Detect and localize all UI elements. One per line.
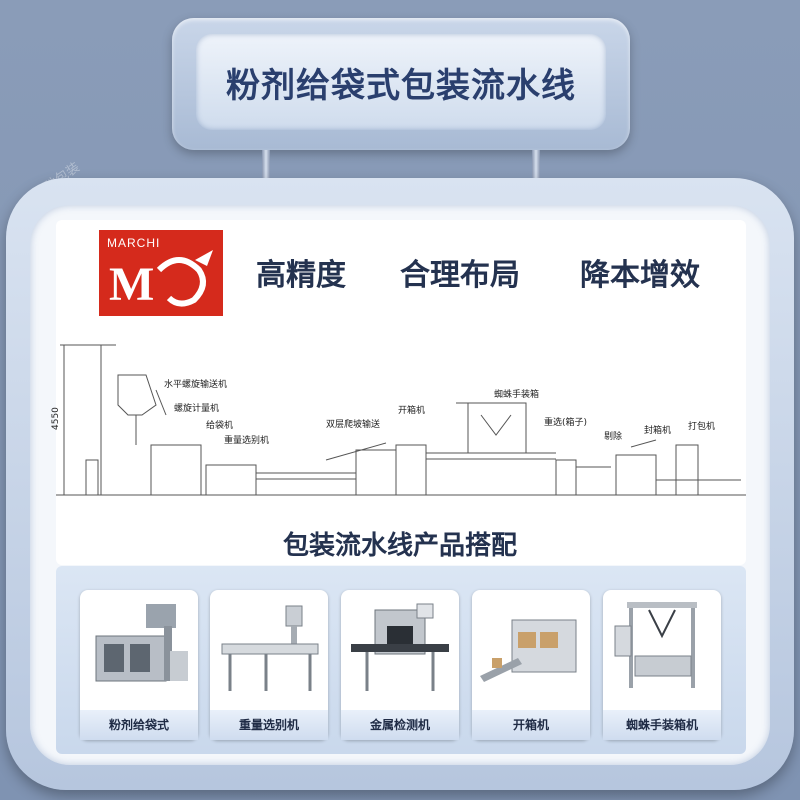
case-erector-icon <box>480 619 577 682</box>
diagram-label-checkweigher: 重量选别机 <box>224 434 269 446</box>
tagline-precision: 高精度 <box>256 258 346 293</box>
product-card[interactable]: 粉剂给袋式 <box>80 590 198 740</box>
product-card[interactable]: 金属检测机 <box>341 590 459 740</box>
diagram-label-bag-feeder: 给袋机 <box>206 419 233 431</box>
diagram-label-double-incline-conveyor: 双层爬坡输送 <box>326 418 380 430</box>
sign-plate <box>196 34 606 130</box>
production-line-diagram: 4550 水平螺旋输送机 螺旋计量机 给袋机 重量选别机 双层爬坡输送 开箱机 … <box>51 344 746 496</box>
tagline-layout: 合理布局 <box>400 258 520 293</box>
product-card[interactable]: 重量选别机 <box>210 590 328 740</box>
metal-detector-icon <box>351 603 449 691</box>
sign-post-right <box>532 150 540 190</box>
page-title: 粉剂给袋式包装流水线 <box>226 65 576 106</box>
product-card[interactable]: 开箱机 <box>472 590 590 740</box>
diagram-label-screw-filler: 螺旋计量机 <box>174 402 219 414</box>
product-label: 粉剂给袋式 <box>80 710 198 740</box>
bag-packer-machine-icon <box>95 604 188 682</box>
diagram-label-strapping-machine: 打包机 <box>688 420 715 432</box>
svg-text:M: M <box>109 258 154 311</box>
product-card[interactable]: 蜘蛛手装箱机 <box>603 590 721 740</box>
section-title: 包装流水线产品搭配 <box>282 531 517 561</box>
brand-logo: MARCHI M <box>99 230 223 316</box>
sign-post-left <box>262 150 270 190</box>
diagram-label-case-sealer: 封箱机 <box>644 424 671 436</box>
product-label: 蜘蛛手装箱机 <box>603 710 721 740</box>
product-label: 金属检测机 <box>341 710 459 740</box>
delta-robot-packer-icon <box>614 602 697 688</box>
diagram-label-box-checkweigher: 重选(箱子) <box>544 416 587 428</box>
diagram-label-reject: 剔除 <box>604 430 622 442</box>
diagram-label-horizontal-screw-conveyor: 水平螺旋输送机 <box>164 378 227 390</box>
product-label: 重量选别机 <box>210 710 328 740</box>
tagline-efficiency: 降本增效 <box>580 258 700 293</box>
checkweigher-icon <box>221 605 319 691</box>
diagram-label-case-erector: 开箱机 <box>398 404 425 416</box>
product-label: 开箱机 <box>472 710 590 740</box>
logo-mark-icon: M <box>109 250 213 311</box>
logo-text: MARCHI <box>107 236 161 250</box>
diagram-label-spider-case-packer: 蜘蛛手装箱 <box>494 388 539 400</box>
diagram-height-label: 4550 <box>51 407 61 430</box>
